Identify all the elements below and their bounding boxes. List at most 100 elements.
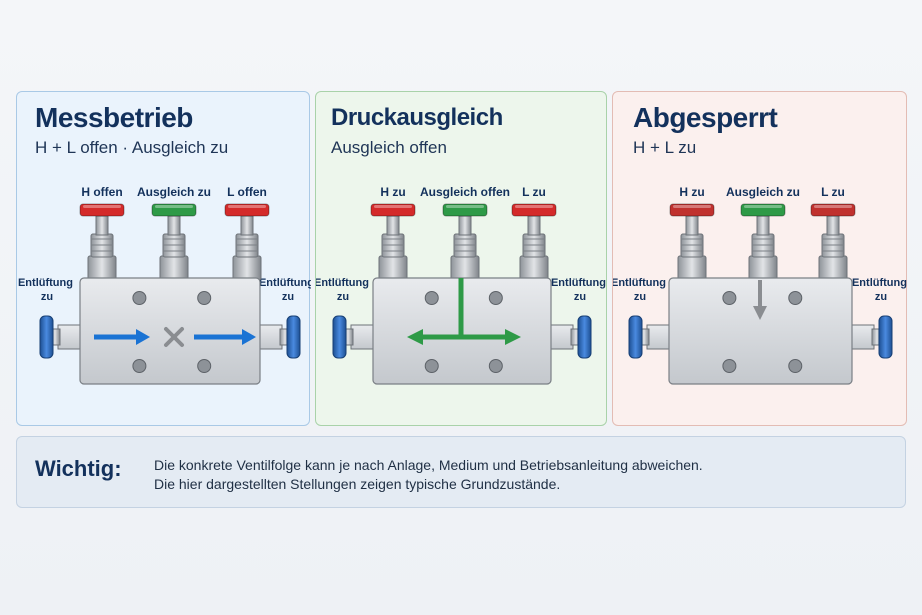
valve-handle-shine [446, 205, 484, 208]
vent-label-left: Entlüftung zu [613, 277, 669, 303]
vent-label-left: Entlüftung zu [316, 277, 372, 303]
valve-handle [810, 203, 856, 217]
valve-label-h: H zu [380, 185, 405, 199]
manifold-diagram: H zu Ausgleich offen L zu Entlüftung zu … [316, 185, 608, 385]
valve-stem [527, 215, 541, 236]
vent-knob-left [332, 315, 347, 359]
valve-handle-shine [814, 205, 852, 208]
valve-stem [386, 215, 400, 236]
valve-stem [756, 215, 770, 236]
manifold [332, 203, 592, 385]
valve-handle [740, 203, 786, 217]
valve-handle [224, 203, 270, 217]
vent-label-left: Entlüftung zu [18, 277, 76, 303]
valve-handle [370, 203, 416, 217]
valve-label-ausgleich: Ausgleich zu [137, 185, 211, 199]
bolt-hole [722, 291, 737, 305]
panel-title: Druckausgleich [331, 104, 503, 131]
valve-handle-shine [374, 205, 412, 208]
valve-handle-shine [155, 205, 193, 208]
valve-handle-shine [744, 205, 782, 208]
valve-label-h: H zu [679, 185, 704, 199]
valve-handle [442, 203, 488, 217]
valve-label-l: L offen [227, 185, 267, 199]
vent-nut-left [646, 324, 670, 350]
panel-title: Messbetrieb [35, 102, 193, 133]
info-box: Wichtig: Die konkrete Ventilfolge kann j… [16, 436, 906, 508]
manifold-diagram: H zu Ausgleich zu L zu Entlüftung zu Ent… [613, 185, 908, 385]
bolt-hole [722, 359, 737, 373]
valve-label-l: L zu [821, 185, 845, 199]
bolt-hole [424, 359, 439, 373]
vent-knob-left [628, 315, 643, 359]
info-title: Wichtig: [35, 456, 122, 481]
panel-druckausgleich: Druckausgleich Ausgleich offen H zu Ausg… [315, 91, 607, 426]
valve-handle [511, 203, 557, 217]
valve-stem [240, 215, 254, 236]
panel-subtitle: H + L offen · Ausgleich zu [35, 138, 229, 157]
valve-bonnet [87, 255, 117, 281]
valve-handle-shine [673, 205, 711, 208]
panel-abgesperrt: Abgesperrt H + L zu H zu Ausgleich zu L … [612, 91, 907, 426]
bolt-hole [132, 291, 147, 305]
valve-handle [151, 203, 197, 217]
valve-handle [669, 203, 715, 217]
valve-bonnet [519, 255, 549, 281]
bolt-hole [488, 291, 503, 305]
vent-nut-left [57, 324, 81, 350]
valve-stem [826, 215, 840, 236]
vent-nut-right [851, 324, 875, 350]
flow-arrowhead-right [242, 329, 256, 345]
manifold [39, 203, 301, 385]
valve-handle-shine [83, 205, 121, 208]
vent-knob-right [878, 315, 893, 359]
flow-arrowhead-left [407, 329, 423, 345]
valve-stem [685, 215, 699, 236]
valve-stem [167, 215, 181, 236]
valve-bonnet [378, 255, 408, 281]
vent-label-right: Entlüftung zu [259, 277, 311, 303]
flow-arrowhead-down [753, 306, 767, 320]
vent-knob-right [577, 315, 592, 359]
bolt-hole [424, 291, 439, 305]
blocked-x-mark [164, 327, 184, 347]
valve-bonnet [232, 255, 262, 281]
vent-label-right: Entlüftung zu [852, 277, 908, 303]
info-line-2: Die hier dargestellten Stellungen zeigen… [154, 476, 561, 492]
vent-knob-left [39, 315, 54, 359]
valve-bonnet [450, 255, 480, 281]
valve-stem [95, 215, 109, 236]
valve-stem [458, 215, 472, 236]
manifold [628, 203, 893, 385]
vent-nut-left [350, 324, 374, 350]
valve-label-ausgleich: Ausgleich offen [420, 185, 510, 199]
valve-handle [79, 203, 125, 217]
bolt-hole [788, 359, 803, 373]
flow-arrowhead-left [136, 329, 150, 345]
flow-arrowhead-right [505, 329, 521, 345]
bolt-hole [488, 359, 503, 373]
panel-subtitle: Ausgleich offen [331, 138, 447, 157]
vent-knob-right [286, 315, 301, 359]
valve-label-l: L zu [522, 185, 546, 199]
vent-nut-right [259, 324, 283, 350]
vent-nut-right [550, 324, 574, 350]
bolt-hole [132, 359, 147, 373]
panel-title: Abgesperrt [633, 102, 778, 133]
bolt-hole [788, 291, 803, 305]
valve-handle-shine [228, 205, 266, 208]
panel-subtitle: H + L zu [633, 138, 697, 157]
manifold-diagram: H offen Ausgleich zu L offen Entlüftung … [18, 185, 311, 385]
valve-label-ausgleich: Ausgleich zu [726, 185, 800, 199]
vent-label-right: Entlüftung zu [551, 277, 608, 303]
valve-bonnet [748, 255, 778, 281]
valve-bonnet [818, 255, 848, 281]
manifold-block [668, 277, 853, 385]
valve-bonnet [159, 255, 189, 281]
bolt-hole [197, 359, 212, 373]
valve-bonnet [677, 255, 707, 281]
valve-label-h: H offen [81, 185, 122, 199]
valve-handle-shine [515, 205, 553, 208]
info-line-1: Die konkrete Ventilfolge kann je nach An… [154, 457, 703, 473]
bolt-hole [197, 291, 212, 305]
